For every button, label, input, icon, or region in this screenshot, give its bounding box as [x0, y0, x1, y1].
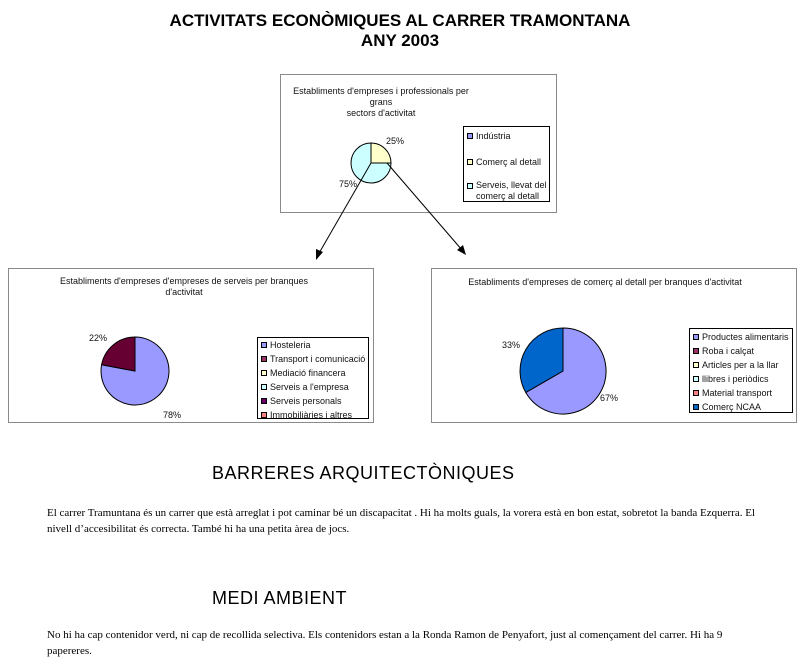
legend-sectors: Indústria Comerç al detall Serveis, llev…	[463, 126, 550, 202]
chart-sectors-title: Establiments d'empreses i professionals …	[281, 86, 481, 119]
legend-swatch	[693, 390, 699, 396]
legend-item: Indústria	[464, 130, 549, 144]
legend-label: Productes alimentaris	[702, 332, 789, 342]
legend-label: Articles per a la llar	[702, 360, 779, 370]
page-title: ACTIVITATS ECONÒMIQUES AL CARRER TRAMONT…	[169, 11, 631, 30]
chart-sectors: Establiments d'empreses i professionals …	[280, 74, 557, 213]
arrow-right-head	[457, 245, 466, 255]
section-heading-barreres: BARRERES ARQUITECTÒNIQUES	[212, 463, 515, 483]
legend-item: Comerç al detall	[464, 156, 549, 170]
chart-title-line: Establiments d'empreses i professionals …	[293, 86, 469, 107]
legend-label: Roba i calçat	[702, 346, 755, 356]
legend-label: Comerç NCAA	[702, 402, 762, 412]
legend-label: Transport i comunicació	[270, 354, 366, 364]
section-text-barreres: El carrer Tramuntana és un carrer que es…	[47, 507, 756, 535]
chart-serveis-title: Establiments d'empreses d'empreses de se…	[49, 276, 319, 298]
legend-swatch	[261, 398, 267, 404]
pie-slice-comerc	[370, 142, 392, 164]
legend-label: Serveis personals	[270, 396, 342, 406]
section-text-medi: No hi ha cap contenidor verd, ni cap de …	[47, 629, 723, 657]
legend-comerc: Productes alimentaris Roba i calçat Arti…	[689, 328, 793, 413]
legend-item: Comerç NCAA	[690, 401, 792, 415]
chart-comerc: Establiments d'empreses de comerç al det…	[431, 268, 797, 423]
legend-item: Serveis, llevat del comerç al detall	[464, 180, 548, 202]
legend-label: Hosteleria	[270, 340, 311, 350]
chart-comerc-title: Establiments d'empreses de comerç al det…	[442, 277, 768, 288]
section-heading-medi: MEDI AMBIENT	[212, 588, 348, 608]
pie-slice-alimentaris	[525, 327, 607, 415]
pie-slice-ncaa	[519, 327, 564, 394]
legend-label: Indústria	[476, 131, 511, 141]
legend-label: Material transport	[702, 388, 773, 398]
pie-slice-transport	[101, 336, 136, 372]
legend-item: Roba i calçat	[690, 345, 792, 359]
legend-item: Material transport	[690, 387, 792, 401]
legend-item: Transport i comunicació	[258, 353, 368, 367]
chart-serveis: Establiments d'empreses d'empreses de se…	[8, 268, 374, 423]
legend-swatch	[261, 370, 267, 376]
pie-label-22: 22%	[89, 333, 108, 343]
legend-swatch	[693, 376, 699, 382]
legend-item: Hosteleria	[258, 339, 368, 353]
arrow-left-head	[316, 249, 323, 260]
legend-label: Serveis, llevat del comerç al detall	[476, 180, 547, 201]
legend-swatch	[261, 342, 267, 348]
legend-label: Immobiliàries i altres	[270, 410, 353, 420]
chart-title-line: Establiments d'empreses de comerç al det…	[468, 277, 742, 287]
chart-title-line: d'activitat	[165, 287, 203, 297]
pie-comerc	[519, 327, 607, 415]
legend-item: Serveis a l'empresa	[258, 381, 368, 395]
pie-serveis	[100, 336, 170, 406]
page-subtitle-year: ANY 2003	[360, 31, 440, 50]
legend-item: Mediació financera	[258, 367, 368, 381]
legend-label: Serveis a l'empresa	[270, 382, 349, 392]
legend-item: Serveis personals	[258, 395, 368, 409]
chart-title-line: sectors d'activitat	[346, 108, 416, 118]
legend-swatch	[261, 412, 267, 418]
pie-label-78: 78%	[163, 410, 182, 420]
legend-label: Mediació financera	[270, 368, 346, 378]
legend-swatch	[261, 356, 267, 362]
legend-swatch	[693, 362, 699, 368]
chart-title-line: Establiments d'empreses d'empreses de se…	[59, 276, 309, 286]
pie-label-33: 33%	[502, 340, 521, 350]
legend-label: Comerç al detall	[476, 157, 542, 167]
pie-label-67: 67%	[600, 393, 619, 403]
legend-swatch	[693, 348, 699, 354]
legend-label: llibres i periòdics	[702, 374, 769, 384]
legend-swatch	[693, 334, 699, 340]
legend-swatch	[467, 159, 473, 165]
legend-item: llibres i periòdics	[690, 373, 792, 387]
pie-label-75: 75%	[339, 179, 358, 189]
legend-item: Immobiliàries i altres	[258, 409, 368, 423]
legend-swatch	[693, 404, 699, 410]
legend-swatch	[467, 183, 473, 189]
pie-label-25: 25%	[386, 136, 405, 146]
legend-item: Productes alimentaris	[690, 331, 792, 345]
legend-serveis: Hosteleria Transport i comunicació Media…	[257, 337, 369, 420]
legend-item: Articles per a la llar	[690, 359, 792, 373]
legend-swatch	[467, 133, 473, 139]
legend-swatch	[261, 384, 267, 390]
